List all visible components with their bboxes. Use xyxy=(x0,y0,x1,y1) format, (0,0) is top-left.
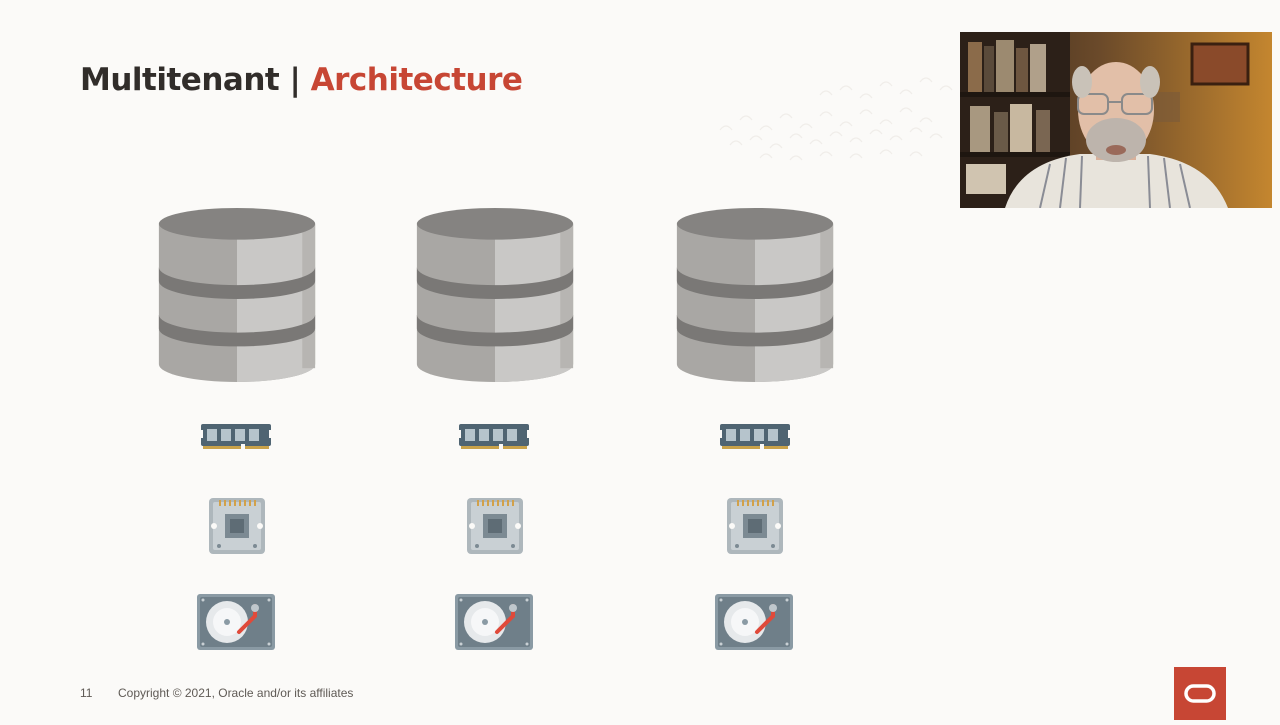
memory-module-icon xyxy=(459,424,529,450)
presenter-video-frame xyxy=(960,32,1272,208)
database-icon xyxy=(158,207,316,383)
hard-disk-icon xyxy=(197,594,275,650)
oracle-logo-icon xyxy=(1184,684,1216,703)
slide-title: Multitenant | Architecture xyxy=(80,62,523,98)
hard-disk-icon xyxy=(455,594,533,650)
title-main: Multitenant | xyxy=(80,62,311,98)
memory-module-icon xyxy=(720,424,790,450)
cpu-chip-icon xyxy=(209,498,265,554)
copyright-notice: Copyright © 2021, Oracle and/or its affi… xyxy=(118,686,354,700)
oracle-logo xyxy=(1174,667,1226,720)
cpu-chip-icon xyxy=(467,498,523,554)
title-accent: Architecture xyxy=(310,62,523,98)
cpu-chip-icon xyxy=(727,498,783,554)
hard-disk-icon xyxy=(715,594,793,650)
presenter-video xyxy=(960,32,1272,208)
memory-module-icon xyxy=(201,424,271,450)
decorative-pattern-icon xyxy=(719,77,953,161)
database-icon xyxy=(676,207,834,383)
database-icon xyxy=(416,207,574,383)
page-number: 11 xyxy=(80,686,93,700)
